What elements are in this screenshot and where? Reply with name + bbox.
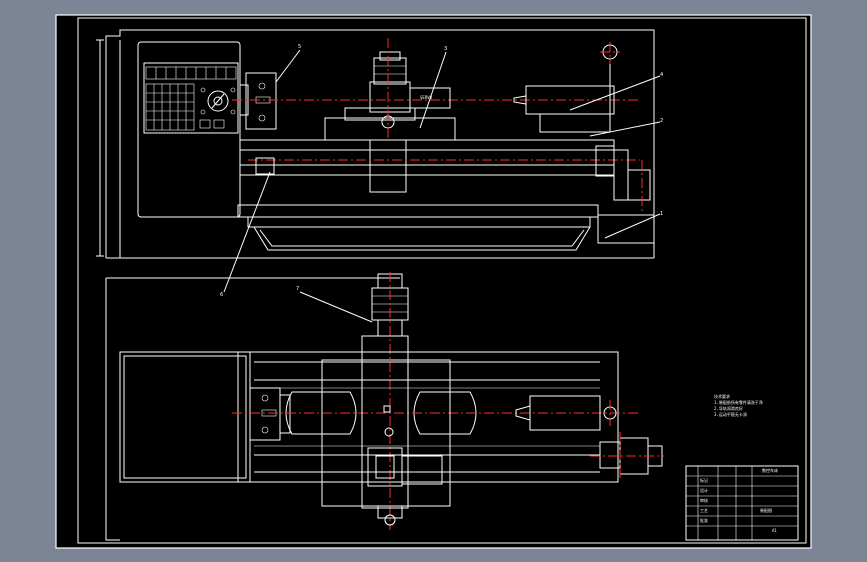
callout-6: 6 (220, 292, 223, 298)
callout-3: 3 (444, 46, 447, 52)
control-keypad (145, 66, 237, 131)
title-block: 数控车床 标记 设计 审核 工艺 批准 装配图 A1 (685, 465, 799, 541)
callout-5: 5 (298, 44, 301, 50)
title-block-drawing-no: 装配图 (760, 507, 772, 513)
title-block-sheet: A1 (772, 528, 777, 533)
title-block-row-3: 审核 (700, 497, 708, 503)
sheet-inner-border (77, 17, 807, 544)
callout-4: 4 (660, 72, 663, 78)
scale-icon (96, 39, 104, 257)
title-block-row-1: 标记 (700, 477, 708, 483)
callout-7: 7 (296, 286, 299, 292)
callout-1: 1 (660, 211, 663, 217)
title-block-row-2: 设计 (700, 487, 708, 493)
title-block-row-5: 批准 (700, 517, 708, 523)
title-block-row-4: 工艺 (700, 508, 708, 513)
title-block-title: 数控车床 (762, 467, 778, 473)
notes-line-2: 2.导轨润滑良好 (714, 405, 743, 411)
callout-2: 2 (660, 118, 663, 124)
top-view: 7 (105, 272, 664, 541)
motor-label: SERVO (420, 95, 433, 100)
front-view: SERVO 5 3 4 2 (105, 29, 663, 298)
sheet-outer-border (55, 14, 812, 549)
technical-notes: 技术要求 1.装配前所有零件清洗干净 2.导轨润滑良好 3.运动平稳无卡滞 (714, 393, 763, 417)
notes-line-3: 3.运动平稳无卡滞 (714, 411, 747, 417)
notes-line-1: 1.装配前所有零件清洗干净 (714, 399, 763, 405)
notes-heading: 技术要求 (714, 393, 730, 399)
